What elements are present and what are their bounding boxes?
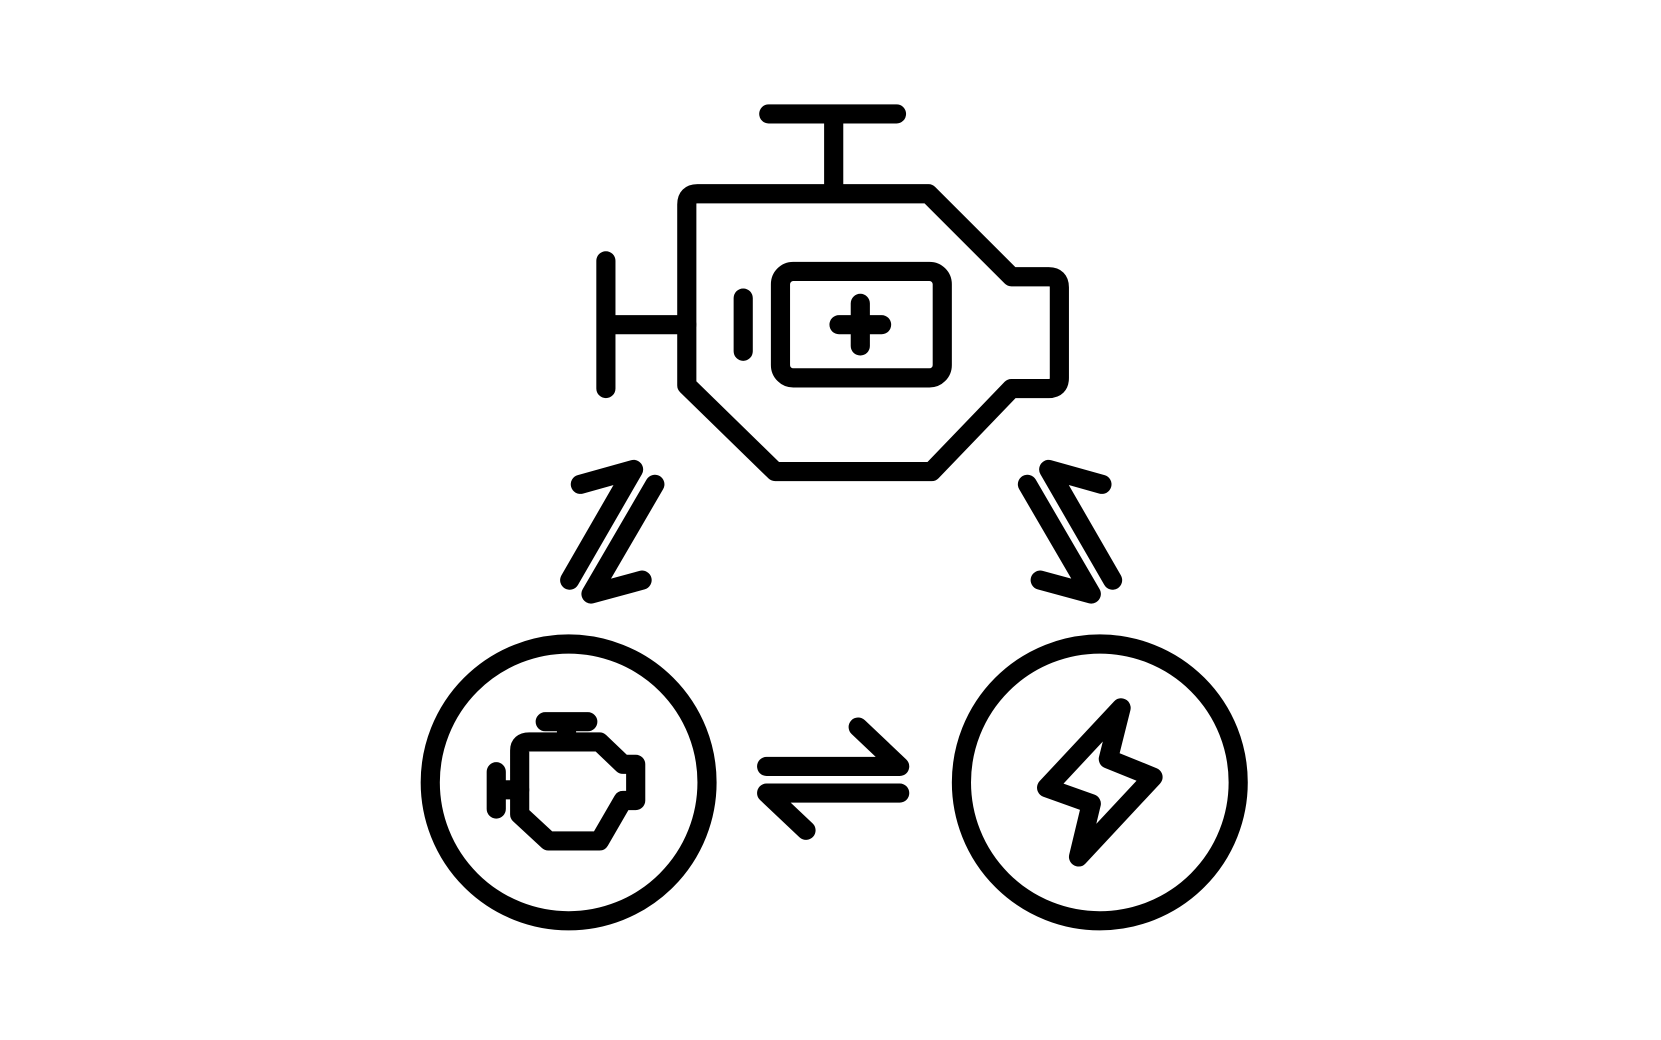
battery-icon: [733, 261, 952, 388]
right-equilibrium-arrows-icon: [1017, 459, 1123, 604]
hybrid-engine-icon: [596, 104, 1069, 482]
lightning-bolt-icon: [1037, 698, 1163, 867]
combustion-engine-icon: [420, 634, 717, 931]
bidirectional-arrows-icon: [757, 717, 910, 840]
left-equilibrium-arrows-icon: [560, 459, 665, 604]
electric-motor-icon: [951, 634, 1248, 931]
